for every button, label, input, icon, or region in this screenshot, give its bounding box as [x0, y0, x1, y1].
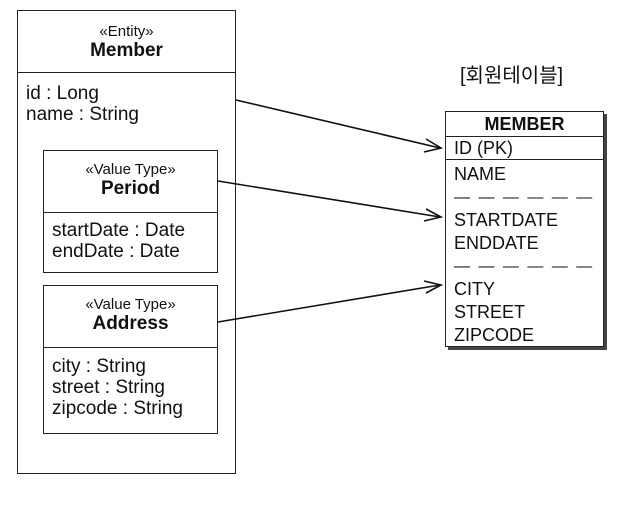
period-name: Period — [100, 178, 161, 199]
member-table-box: MEMBER ID (PK) NAME — — — — — — STARTDAT… — [445, 111, 604, 347]
table-column: ZIPCODE — [454, 325, 535, 345]
table-column: STARTDATE — [454, 210, 559, 230]
address-attribute: city : String — [52, 356, 146, 377]
arrowhead-address-to-city — [423, 280, 444, 294]
address-value-type-box: «Value Type» Address city : String stree… — [43, 285, 218, 434]
table-column: NAME — [454, 164, 507, 184]
member-entity-header: «Entity» Member — [18, 11, 235, 73]
table-caption: [회원테이블] — [460, 65, 564, 87]
arrowhead-period-to-startdate — [423, 208, 444, 222]
table-separator: — — — — — — — [454, 189, 595, 206]
period-stereotype: «Value Type» — [85, 161, 176, 178]
period-attribute: endDate : Date — [52, 241, 180, 262]
arrowhead-member-to-pk — [423, 138, 444, 153]
period-attribute: startDate : Date — [52, 220, 186, 241]
address-stereotype: «Value Type» — [85, 296, 176, 313]
table-pk-column: ID (PK) — [446, 137, 603, 160]
address-name: Address — [92, 313, 169, 334]
address-header: «Value Type» Address — [44, 286, 217, 348]
arrow-member-to-pk — [235, 99, 441, 149]
table-column: STREET — [454, 302, 526, 322]
address-attribute: street : String — [52, 377, 165, 398]
arrow-period-to-startdate — [217, 180, 441, 218]
entity-attributes: id : Long name : String — [26, 83, 231, 125]
address-attribute: zipcode : String — [52, 398, 183, 419]
entity-name: Member — [90, 40, 163, 61]
entity-attribute: id : Long — [26, 83, 99, 104]
table-separator: — — — — — — — [454, 258, 595, 275]
table-name: MEMBER — [446, 112, 603, 137]
table-columns: NAME — — — — — — STARTDATE ENDDATE — — —… — [454, 163, 594, 347]
period-attributes: startDate : Date endDate : Date — [52, 220, 213, 262]
entity-stereotype: «Entity» — [99, 23, 154, 40]
entity-attribute: name : String — [26, 104, 139, 125]
period-value-type-box: «Value Type» Period startDate : Date end… — [43, 150, 218, 273]
period-header: «Value Type» Period — [44, 151, 217, 213]
arrow-address-to-city — [217, 284, 441, 323]
table-column: CITY — [454, 279, 496, 299]
address-attributes: city : String street : String zipcode : … — [52, 356, 213, 419]
table-column: ENDDATE — [454, 233, 539, 253]
